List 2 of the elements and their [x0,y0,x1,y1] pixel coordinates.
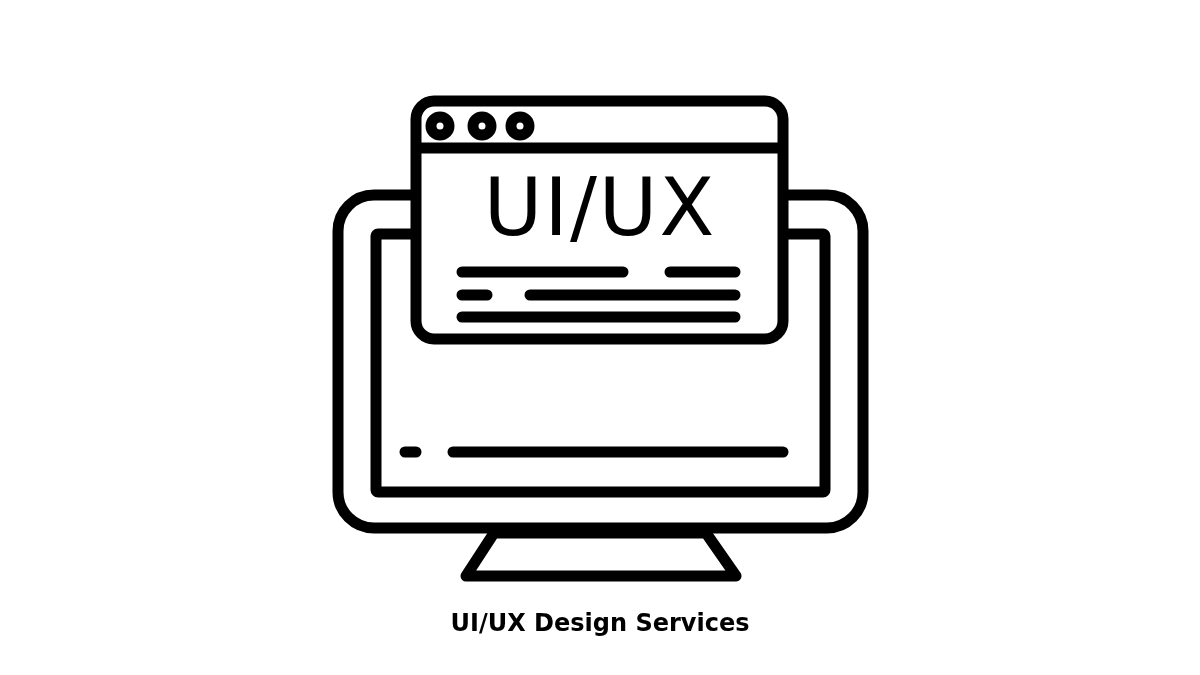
window-heading: UI/UX [483,163,717,253]
caption: UI/UX Design Services [449,608,751,639]
